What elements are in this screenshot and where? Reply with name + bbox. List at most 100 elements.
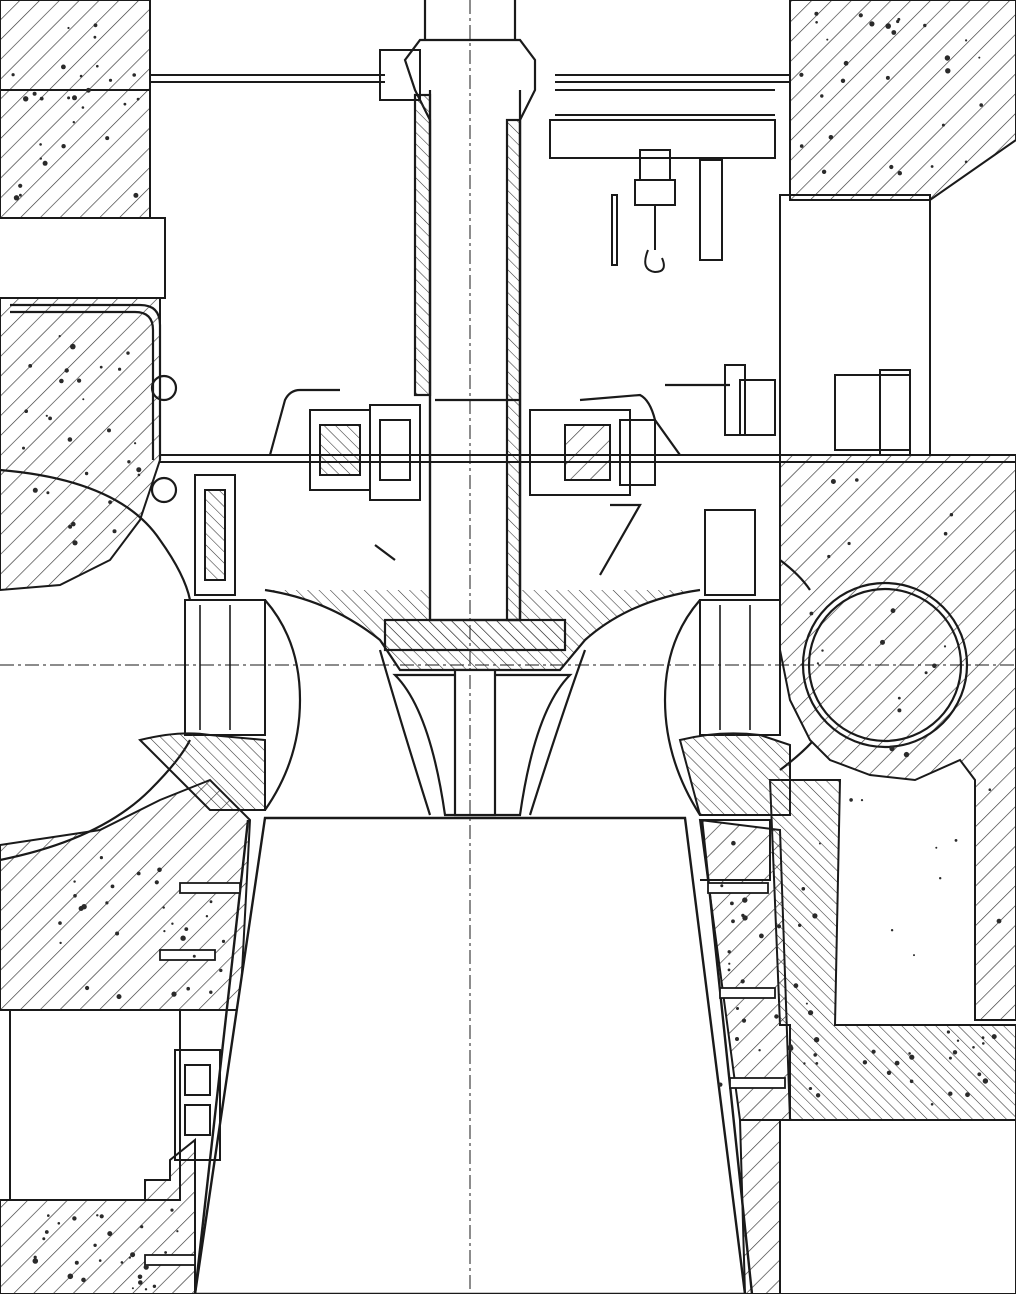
aggregate-speck [71,521,76,527]
aggregate-speck [209,990,213,994]
aggregate-speck [11,73,15,77]
concrete-aggregate-texture [11,11,1002,1291]
aggregate-speck [108,78,113,82]
aggregate-speck [943,531,948,536]
aggregate-speck [157,867,162,873]
aggregate-speck [946,1030,951,1034]
aggregate-speck [847,541,851,546]
aggregate-speck [93,1243,97,1248]
aggregate-speck [896,19,900,24]
aggregate-speck [889,746,895,752]
aggregate-speck [32,1258,39,1264]
aggregate-speck [930,1103,934,1106]
aggregate-speck [830,479,836,484]
aggregate-speck [788,1045,794,1051]
aggregate-speck [96,1214,99,1217]
aggregate-speck [19,193,22,197]
aggregate-speck [759,933,764,939]
aggregate-speck [128,1256,131,1259]
aggregate-speck [885,75,890,80]
aggregate-speck [33,1255,37,1259]
aggregate-speck [99,856,103,860]
aggregate-speck [93,23,98,28]
aggregate-speck [808,1010,814,1016]
aggregate-speck [134,442,137,445]
aggregate-speck [127,460,131,464]
thrust-bearing [529,409,656,496]
aggregate-speck [742,915,748,921]
aggregate-speck [923,23,927,28]
aggregate-speck [871,1049,876,1054]
aggregate-speck [42,160,48,166]
aggregate-speck [827,554,831,559]
aggregate-speck [18,183,23,188]
aggregate-speck [130,1252,136,1258]
aggregate-speck [221,939,226,944]
aggregate-speck [909,1054,915,1060]
aggregate-speck [170,1208,174,1212]
aggregate-speck [805,1002,808,1005]
aggregate-speck [890,929,894,932]
aggregate-speck [803,1062,806,1065]
aggregate-speck [988,788,992,791]
aggregate-speck [105,136,110,141]
aggregate-speck [977,1072,982,1077]
aggregate-speck [924,671,928,675]
aggregate-speck [32,487,38,493]
aggregate-speck [74,1260,79,1265]
aggregate-speck [58,921,62,925]
aggregate-speck [28,364,33,368]
aggregate-speck [180,935,186,941]
aggregate-speck [891,30,897,35]
aggregate-speck [77,378,82,383]
aggregate-speck [67,1273,74,1280]
aggregate-speck [138,1280,143,1285]
aggregate-speck [154,880,159,885]
aggregate-speck [979,103,983,107]
aggregate-speck [136,467,142,473]
aggregate-speck [718,1082,723,1087]
aggregate-speck [815,1062,819,1065]
aggregate-speck [886,1070,892,1076]
aggregate-speck [44,1230,49,1234]
aggregate-speck [115,931,120,936]
aggregate-speck [93,35,97,39]
aggregate-speck [727,968,731,972]
aggregate-speck [720,884,724,888]
aggregate-speck [81,904,87,910]
aggregate-speck [32,91,37,96]
aggregate-speck [941,123,945,127]
aggregate-speck [58,335,61,338]
access-gallery [9,819,771,1201]
aggregate-speck [42,1237,46,1241]
aggregate-speck [801,887,806,891]
aggregate-speck [59,378,64,384]
aggregate-speck [897,171,902,176]
aggregate-speck [39,143,42,146]
aggregate-speck [70,343,76,350]
aggregate-speck [67,26,70,30]
aggregate-speck [735,1037,739,1041]
aggregate-speck [943,645,947,648]
aggregate-speck [855,478,859,482]
aggregate-speck [909,1079,914,1084]
aggregate-speck [72,1216,77,1221]
aggregate-speck [163,930,166,933]
aggregate-speck [818,842,821,845]
aggregate-speck [136,871,141,876]
aggregate-speck [144,1288,148,1291]
aggregate-speck [105,901,109,905]
aggregate-speck [132,73,136,77]
aggregate-speck [72,540,78,546]
aggregate-speck [814,1038,818,1041]
aggregate-speck [108,500,112,504]
aggregate-speck [728,962,731,965]
aggregate-speck [972,1046,975,1049]
aggregate-speck [133,192,139,198]
aggregate-speck [171,922,174,925]
aggregate-speck [57,1222,61,1225]
aggregate-speck [731,840,736,846]
aggregate-speck [164,1251,168,1254]
aggregate-speck [73,894,77,898]
aggregate-speck [849,798,853,802]
